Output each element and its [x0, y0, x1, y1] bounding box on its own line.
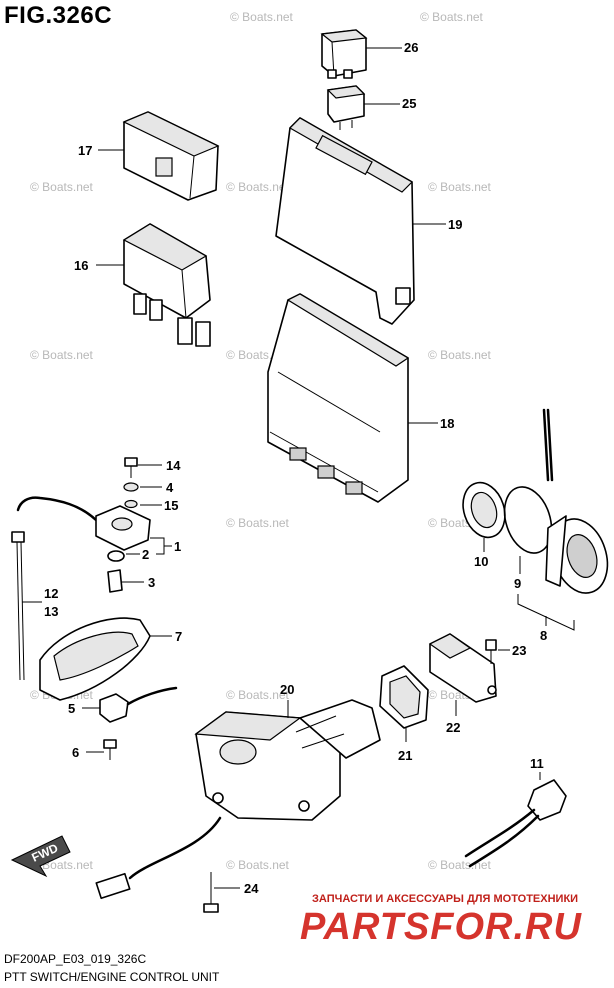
part-19-ecu-bracket: 19	[275, 117, 462, 325]
part-6-bolt: 6	[72, 739, 117, 760]
callout-15: 15	[164, 498, 178, 513]
callout-26: 26	[404, 40, 418, 55]
part-25-relay: 25	[326, 85, 416, 130]
part-14-bolt: 14	[124, 457, 181, 478]
copyright-watermark: © Boats.net	[428, 348, 491, 362]
callout-25: 25	[402, 96, 416, 111]
model-code: DF200AP_E03_019_326C	[4, 952, 147, 966]
copyright-watermark: © Boats.net	[226, 516, 289, 530]
shop-site-logo: PARTSFOR.RU	[300, 906, 582, 948]
copyright-watermark: © Boats.net	[428, 180, 491, 194]
callout-6: 6	[72, 745, 79, 760]
part-15-collar: 15	[124, 498, 178, 513]
callout-18: 18	[440, 416, 454, 431]
callout-23: 23	[512, 643, 526, 658]
callout-16: 16	[74, 258, 88, 273]
part-3-clip: 3	[107, 569, 155, 593]
callout-8: 8	[540, 628, 547, 643]
copyright-watermark: © Boats.net	[420, 10, 483, 24]
part-21-grommet: 21	[379, 665, 429, 763]
part-8-ptt-switch: 8	[517, 408, 609, 643]
callout-14: 14	[166, 458, 181, 473]
part-10-bezel: 10	[462, 481, 506, 569]
figure-title: FIG.326C	[4, 2, 113, 29]
copyright-watermark: © Boats.net	[230, 10, 293, 24]
part-24-bolt: 24	[203, 872, 259, 913]
callout-24: 24	[244, 881, 259, 896]
part-22-bracket: 22	[428, 633, 497, 735]
part-16-relay-box: 16	[74, 223, 211, 347]
part-11-wire-harness: 11	[464, 756, 567, 868]
callout-1: 1	[174, 539, 181, 554]
callout-10: 10	[474, 554, 488, 569]
callout-7: 7	[175, 629, 182, 644]
part-20-trim-motor: 20	[95, 682, 381, 900]
callout-9: 9	[514, 576, 521, 591]
callout-19: 19	[448, 217, 462, 232]
callout-12: 12	[44, 586, 58, 601]
part-17-cover: 17	[78, 111, 220, 201]
copyright-watermark: © Boats.net	[30, 348, 93, 362]
part-4-washer: 4	[123, 480, 174, 495]
copyright-watermark: © Boats.net	[226, 688, 289, 702]
part-7-sender-cover: 7	[39, 617, 182, 701]
copyright-watermark: © Boats.net	[226, 180, 289, 194]
callout-3: 3	[148, 575, 155, 590]
callout-5: 5	[68, 701, 75, 716]
callout-21: 21	[398, 748, 412, 763]
part-5-switch: 5	[68, 686, 178, 723]
part-26-relay: 26	[320, 29, 418, 79]
callout-20: 20	[280, 682, 294, 697]
part-9-o-ring: 9	[503, 486, 553, 591]
callout-13: 13	[44, 604, 58, 619]
callout-11: 11	[530, 756, 544, 771]
callout-17: 17	[78, 143, 92, 158]
callout-22: 22	[446, 720, 460, 735]
copyright-watermark: © Boats.net	[30, 180, 93, 194]
part-1-trim-sender: 2 1	[16, 496, 181, 562]
part-12-13-cable-tie: 12 13	[11, 531, 58, 681]
copyright-watermark: © Boats.net	[226, 858, 289, 872]
callout-2: 2	[142, 547, 149, 562]
shop-tagline: ЗАПЧАСТИ И АКСЕССУАРЫ ДЛЯ МОТОТЕХНИКИ	[312, 893, 579, 905]
figure-subtitle: PTT SWITCH/ENGINE CONTROL UNIT	[4, 970, 220, 984]
part-18-engine-control-unit: 18	[267, 293, 454, 503]
callout-4: 4	[166, 480, 174, 495]
fwd-direction-badge: FWD	[10, 835, 71, 878]
part-23-bolt: 23	[485, 639, 526, 664]
